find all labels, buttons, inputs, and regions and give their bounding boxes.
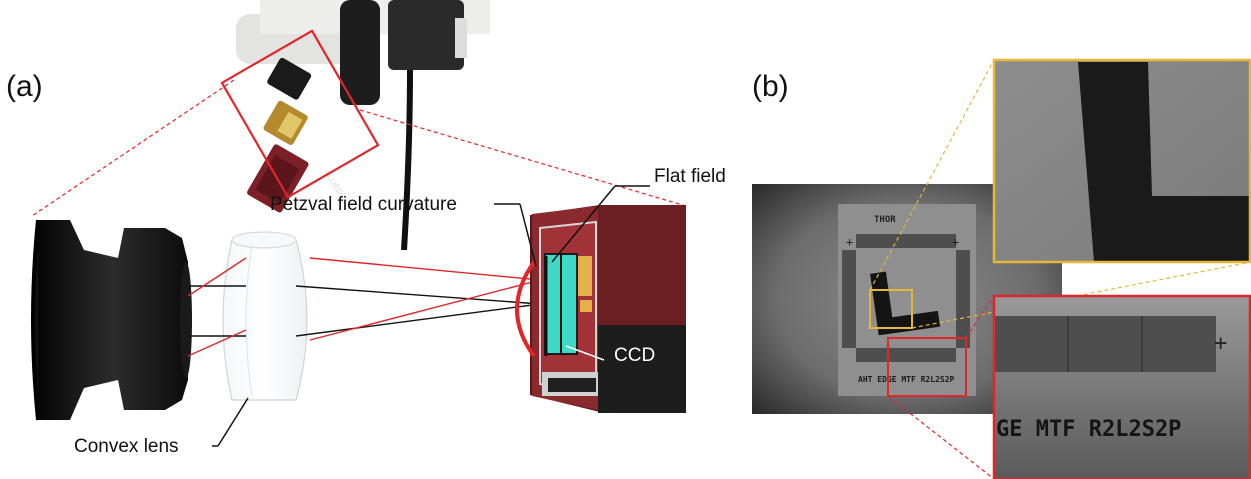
petzval-label: Petzval field curvature [270,194,457,215]
red-roi-box [887,337,967,397]
convex-lens-label: Convex lens [74,436,179,457]
camera-body [530,205,686,413]
zoom-line-left [31,79,235,217]
convex-lens [222,231,308,401]
camera-brand-text: ALLIED [322,168,344,196]
target-bottom-text: AHT EDGE MTF R2L2S2P [858,375,955,384]
yellow-zoom-inset [992,58,1251,264]
zoom-target-text: GE MTF R2L2S2P [996,417,1181,442]
svg-text:+: + [846,235,853,249]
petzval-arc [515,260,536,358]
red-zoom-inset: + GE MTF R2L2S2P [992,294,1251,479]
light-rays [187,257,541,357]
svg-text:+: + [952,235,959,249]
microscope-illustration: ALLIED [236,0,490,251]
panel-b-label: (b) [752,70,789,103]
objective-lens [31,219,192,421]
target-logo: THOR [874,215,896,225]
yellow-roi-box [869,289,913,329]
panel-a-label: (a) [6,70,43,103]
ccd-label: CCD [614,345,655,366]
zoom-line-right [359,109,687,207]
flat-field-label: Flat field [654,166,726,187]
svg-text:+: + [1214,331,1227,356]
camera-highlight-box [220,29,380,199]
